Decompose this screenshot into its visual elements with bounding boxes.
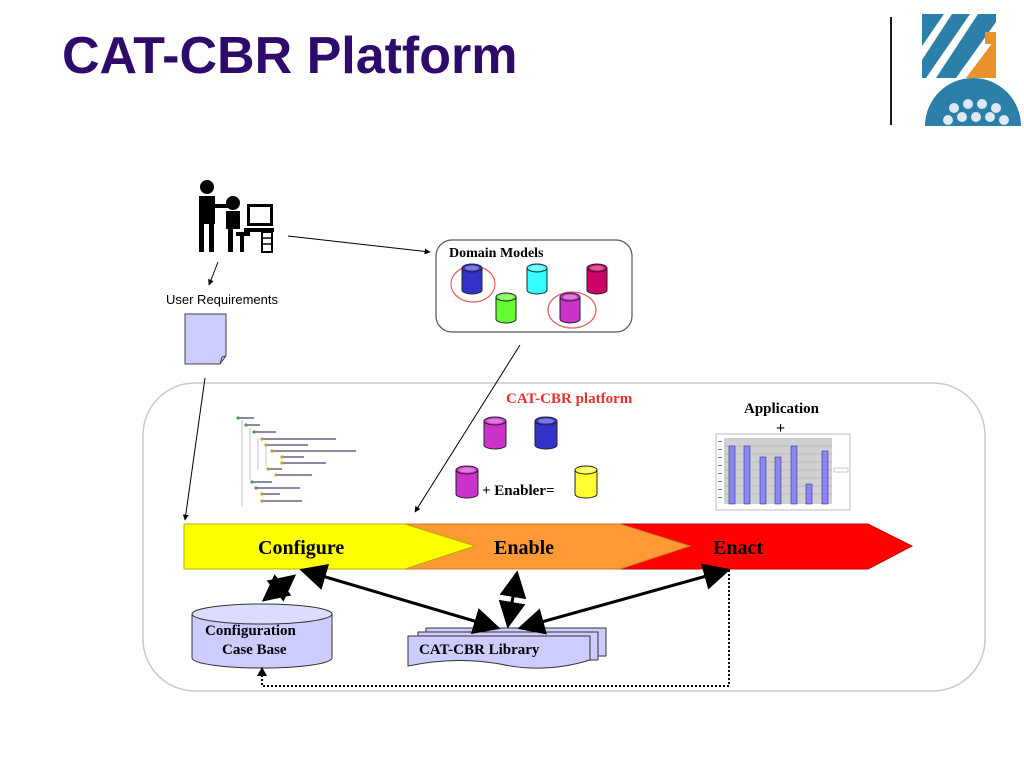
database-cylinder-icon [586, 263, 608, 295]
stage-enable-label: Enable [494, 537, 554, 559]
configuration-tree-thumbnail [236, 416, 356, 506]
arrow-enact-library [517, 563, 731, 635]
database-cylinder-icon [574, 465, 598, 499]
application-label: Application [744, 401, 820, 417]
document-icon [184, 313, 227, 365]
case-base-label-line1: Configuration [205, 623, 297, 639]
logo-stripes-icon [922, 14, 996, 78]
stage-enact-label: Enact [713, 537, 763, 559]
domain-models-label: Domain Models [449, 246, 544, 261]
feedback-dotted-path [257, 570, 730, 687]
database-cylinder-icon [534, 416, 558, 450]
divider-line [890, 17, 892, 125]
arrow-configure-library [299, 563, 501, 635]
stage-configure-label: Configure [258, 537, 344, 559]
people-at-computer-icon [199, 180, 274, 253]
library-label: CAT-CBR Library [419, 642, 540, 658]
arrow-people-to-domain-models [287, 235, 431, 255]
stage-configure-shape [183, 523, 477, 570]
slide-title: CAT-CBR Platform [62, 27, 518, 85]
arrow-people-to-requirements [208, 261, 219, 286]
database-cylinder-icon [559, 292, 581, 324]
arrow-domain-models-to-pipeline [414, 344, 521, 513]
arrow-configure-casebase [261, 574, 297, 602]
database-cylinder-icon [455, 465, 479, 499]
arrow-enable-library [498, 570, 527, 629]
database-cylinder-icon [461, 263, 483, 295]
logo-globe-icon [925, 78, 1021, 126]
arrow-requirements-to-configure [182, 377, 206, 521]
database-cylinder-icon [483, 416, 507, 450]
application-plus-label: + [776, 420, 785, 437]
domain-selection-ring-right [547, 291, 597, 329]
configuration-case-base: Configuration Case Base [191, 603, 333, 669]
case-base-label-line2: Case Base [222, 642, 287, 658]
database-cylinder-icon [495, 292, 517, 324]
application-chart-thumbnail [715, 433, 851, 511]
logo-icon [922, 14, 1021, 126]
user-requirements-label: User Requirements [166, 292, 278, 307]
platform-label: CAT-CBR platform [506, 391, 633, 407]
pipeline: Configure Enable Enact [183, 523, 914, 570]
database-cylinder-icon [526, 263, 548, 295]
enabler-label: + Enabler= [482, 483, 555, 499]
